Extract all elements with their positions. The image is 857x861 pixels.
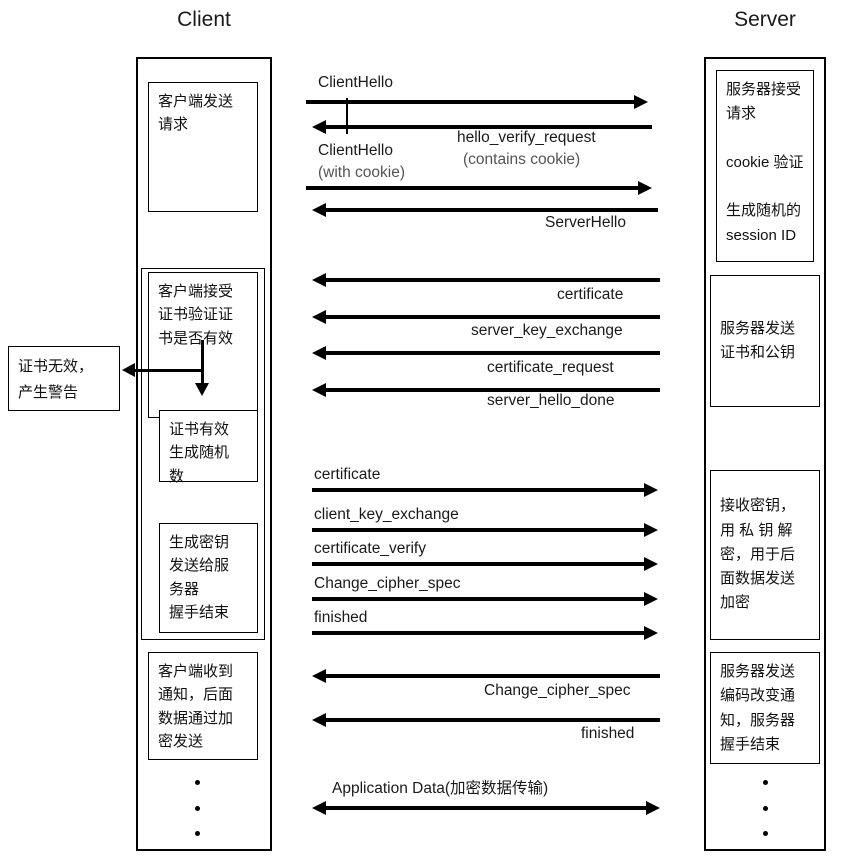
- server-note-server-change-cipher: 服务器发送 编码改变通 知，服务器 握手结束: [710, 652, 820, 764]
- cert-invalid-alert-box: 证书无效， 产生警告: [8, 346, 120, 411]
- clienthello-retry-tick: [346, 98, 348, 134]
- client-continuation-dots: [192, 780, 202, 836]
- message-label-m16: Application Data(加密数据传输): [332, 780, 549, 797]
- message-label-m10: client_key_exchange: [314, 506, 459, 523]
- message-label-m3: ClientHello: [318, 142, 393, 159]
- message-label-m4: ServerHello: [545, 214, 626, 231]
- server-note-server-send-cert: 服务器发送 证书和公钥: [710, 275, 820, 407]
- message-label-m5: certificate: [557, 286, 624, 303]
- message-label-m2: hello_verify_request: [457, 129, 596, 146]
- decision-branch-vertical: [201, 340, 204, 388]
- client-note-client-request: 客户端发送 请求: [148, 82, 258, 212]
- client-title: Client: [177, 8, 231, 31]
- decision-branch-down-arrowhead: [195, 383, 209, 396]
- message-label-m12: Change_cipher_spec: [314, 575, 461, 592]
- decision-branch-left-arrowhead: [122, 363, 135, 377]
- client-note-cert-valid: 证书有效 生成随机 数: [159, 410, 258, 485]
- client-note-gen-key-send: 生成密钥 发送给服 务器 握手结束: [159, 523, 258, 633]
- message-label-m6: server_key_exchange: [471, 322, 623, 339]
- message-label-m15: finished: [581, 725, 635, 742]
- message-label-m11: certificate_verify: [314, 540, 426, 557]
- message-sublabel-m3: (with cookie): [318, 164, 405, 181]
- message-sublabel-m2: (contains cookie): [463, 151, 581, 168]
- message-label-m14: Change_cipher_spec: [484, 682, 631, 699]
- client-note-client-notified: 客户端收到 通知，后面 数据通过加 密发送: [148, 652, 258, 760]
- message-label-m8: server_hello_done: [487, 392, 615, 409]
- message-label-m13: finished: [314, 609, 368, 626]
- client-processing-group: [141, 268, 265, 640]
- server-title: Server: [734, 8, 796, 31]
- server-continuation-dots: [760, 780, 770, 836]
- message-label-m7: certificate_request: [487, 359, 614, 376]
- server-note-server-receive-key: 接收密钥， 用 私 钥 解 密，用于后 面数据发送 加密: [710, 470, 820, 640]
- message-label-m1: ClientHello: [318, 74, 393, 91]
- decision-branch-horizontal: [135, 369, 203, 372]
- message-label-m9: certificate: [314, 466, 381, 483]
- server-note-server-accept-request: 服务器接受 请求 cookie 验证 生成随机的 session ID: [716, 70, 814, 262]
